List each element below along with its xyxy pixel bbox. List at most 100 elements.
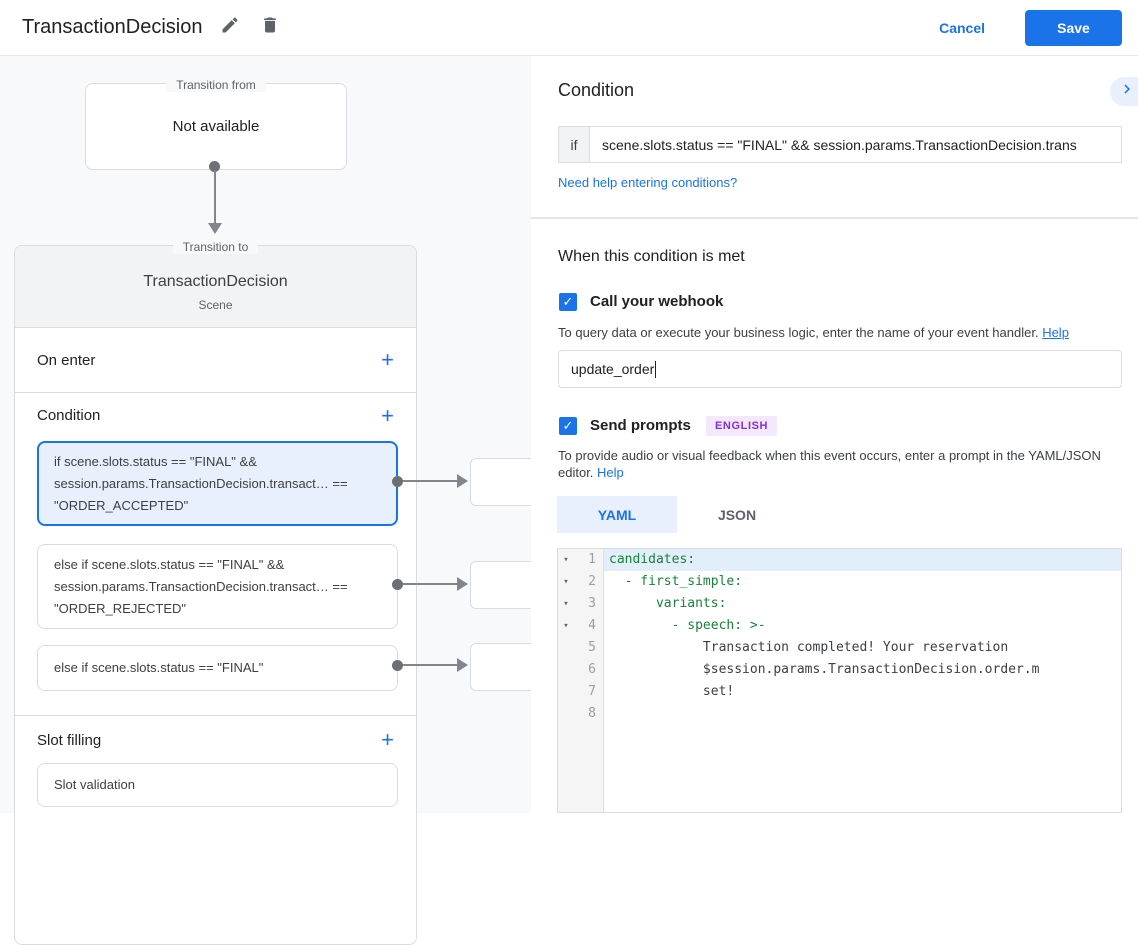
if-prefix-label: if: [558, 126, 589, 163]
webhook-help-link[interactable]: Help: [1042, 325, 1069, 340]
condition-item-accepted[interactable]: if scene.slots.status == "FINAL" && sess…: [37, 441, 398, 526]
webhook-description-text: To query data or execute your business l…: [558, 325, 1043, 340]
transition-from-box: Transition from Not available: [85, 78, 347, 170]
connector-line: [213, 170, 216, 224]
editor-line[interactable]: 8: [558, 703, 1121, 725]
trash-icon: [260, 15, 280, 40]
condition-help-link[interactable]: Need help entering conditions?: [558, 175, 738, 190]
arrow-down-icon: [208, 223, 222, 234]
transition-from-content: Not available: [172, 118, 260, 135]
line-number: 1: [588, 552, 596, 567]
code-text: [604, 703, 1121, 725]
scene-card-subtitle: Scene: [198, 298, 233, 312]
condition-item-final[interactable]: else if scene.slots.status == "FINAL": [37, 645, 398, 691]
code-text: $session.params.TransactionDecision.orde…: [609, 662, 1040, 677]
on-enter-label: On enter: [37, 351, 96, 369]
save-button[interactable]: Save: [1025, 9, 1122, 46]
cancel-button[interactable]: Cancel: [939, 19, 985, 36]
condition-expression-row: if scene.slots.status == "FINAL" && sess…: [558, 126, 1122, 163]
code-text: variants:: [609, 596, 727, 611]
editor-line[interactable]: ▾3 variants:: [558, 593, 1121, 615]
line-number: 7: [588, 684, 596, 699]
add-slot-button[interactable]: +: [381, 727, 394, 752]
fold-arrow-icon[interactable]: ▾: [563, 621, 569, 631]
editor-line[interactable]: ▾2 - first_simple:: [558, 571, 1121, 593]
collapse-panel-button[interactable]: [1110, 77, 1138, 106]
editor-gutter: ▾2: [558, 571, 604, 593]
panel-title: Condition: [558, 80, 635, 100]
top-bar: TransactionDecision Cancel Save: [0, 0, 1138, 56]
text-caret: [655, 360, 657, 378]
condition3-connector-line: [400, 664, 458, 666]
delete-scene-button[interactable]: [258, 16, 282, 40]
editor-gutter: ▾1: [558, 549, 604, 571]
code-text: Transaction completed! Your reservation: [609, 640, 1009, 655]
line-number: 3: [588, 596, 596, 611]
on-enter-row: On enter +: [15, 328, 416, 393]
line-number: 6: [588, 662, 596, 677]
condition3-connector-dot[interactable]: [392, 660, 403, 671]
condition-item-rejected[interactable]: else if scene.slots.status == "FINAL" &&…: [37, 544, 398, 629]
check-icon: ✓: [562, 418, 574, 433]
arrow-right-icon: [457, 577, 468, 591]
send-prompts-checkbox[interactable]: ✓: [559, 417, 577, 435]
condition-section-row: Condition +: [15, 393, 416, 438]
slot-filling-label: Slot filling: [37, 731, 102, 749]
editor-gutter: 7: [558, 681, 604, 703]
slot-validation-item[interactable]: Slot validation: [37, 763, 398, 807]
add-condition-button[interactable]: +: [381, 402, 394, 428]
editor-line[interactable]: ▾ 4 - speech: >-: [558, 615, 1121, 637]
editor-empty-area[interactable]: [558, 725, 1121, 812]
edit-scene-button[interactable]: [218, 16, 242, 40]
condition1-connector-dot[interactable]: [392, 476, 403, 487]
editor-line[interactable]: 7 set!: [558, 681, 1121, 703]
editor-line[interactable]: ▾1 candidates:: [558, 549, 1121, 571]
pencil-icon: [220, 15, 240, 40]
editor-tabs: YAML JSON: [557, 496, 797, 533]
code-text: set!: [609, 684, 735, 699]
chevron-right-icon: [1118, 80, 1136, 103]
prompts-description: To provide audio or visual feedback when…: [558, 447, 1114, 481]
prompts-description-text: To provide audio or visual feedback when…: [558, 448, 1101, 480]
editor-gutter: 5: [558, 637, 604, 659]
panel-divider: [531, 217, 1138, 219]
send-prompts-label: Send prompts: [590, 417, 691, 434]
call-webhook-label: Call your webhook: [590, 293, 724, 310]
webhook-handler-input[interactable]: update_order: [558, 350, 1122, 388]
fold-arrow-icon[interactable]: ▾: [563, 599, 569, 609]
transition-to-legend: Transition to: [15, 238, 416, 256]
section-divider: [15, 715, 416, 716]
check-icon: ✓: [562, 294, 574, 309]
scene-card-header[interactable]: TransactionDecision Scene: [15, 246, 416, 328]
tab-yaml[interactable]: YAML: [557, 496, 677, 533]
call-webhook-checkbox[interactable]: ✓: [559, 293, 577, 311]
condition-expression-input[interactable]: scene.slots.status == "FINAL" && session…: [589, 126, 1122, 163]
condition1-connector-line: [400, 480, 458, 482]
condition-detail-panel: Condition if scene.slots.status == "FINA…: [531, 56, 1138, 813]
transition-from-legend: Transition from: [86, 76, 346, 94]
editor-gutter: ▾3: [558, 593, 604, 615]
condition2-connector-dot[interactable]: [392, 579, 403, 590]
code-text: - speech: >-: [609, 618, 766, 633]
code-text: candidates:: [604, 549, 1121, 571]
arrow-right-icon: [457, 658, 468, 672]
arrow-right-icon: [457, 474, 468, 488]
webhook-handler-value: update_order: [571, 361, 655, 377]
fold-arrow-icon[interactable]: ▾: [563, 555, 569, 565]
editor-gutter: 6: [558, 659, 604, 681]
yaml-editor[interactable]: ▾1 candidates: ▾2 - first_simple: ▾3 var…: [557, 548, 1122, 813]
condition-met-title: When this condition is met: [558, 248, 745, 265]
editor-line[interactable]: 6 $session.params.TransactionDecision.or…: [558, 659, 1121, 681]
editor-gutter: 8: [558, 703, 604, 725]
slot-filling-row: Slot filling +: [15, 716, 416, 764]
line-number: 4: [588, 618, 596, 633]
prompts-help-link[interactable]: Help: [597, 465, 624, 480]
add-on-enter-button[interactable]: +: [381, 347, 394, 372]
fold-arrow-icon[interactable]: ▾: [563, 577, 569, 587]
tab-json[interactable]: JSON: [717, 506, 757, 523]
condition2-connector-line: [400, 583, 458, 585]
scene-card-title: TransactionDecision: [143, 273, 288, 290]
line-number: 8: [588, 706, 596, 721]
editor-line[interactable]: 5 Transaction completed! Your reservatio…: [558, 637, 1121, 659]
condition-section-label: Condition: [37, 407, 101, 424]
